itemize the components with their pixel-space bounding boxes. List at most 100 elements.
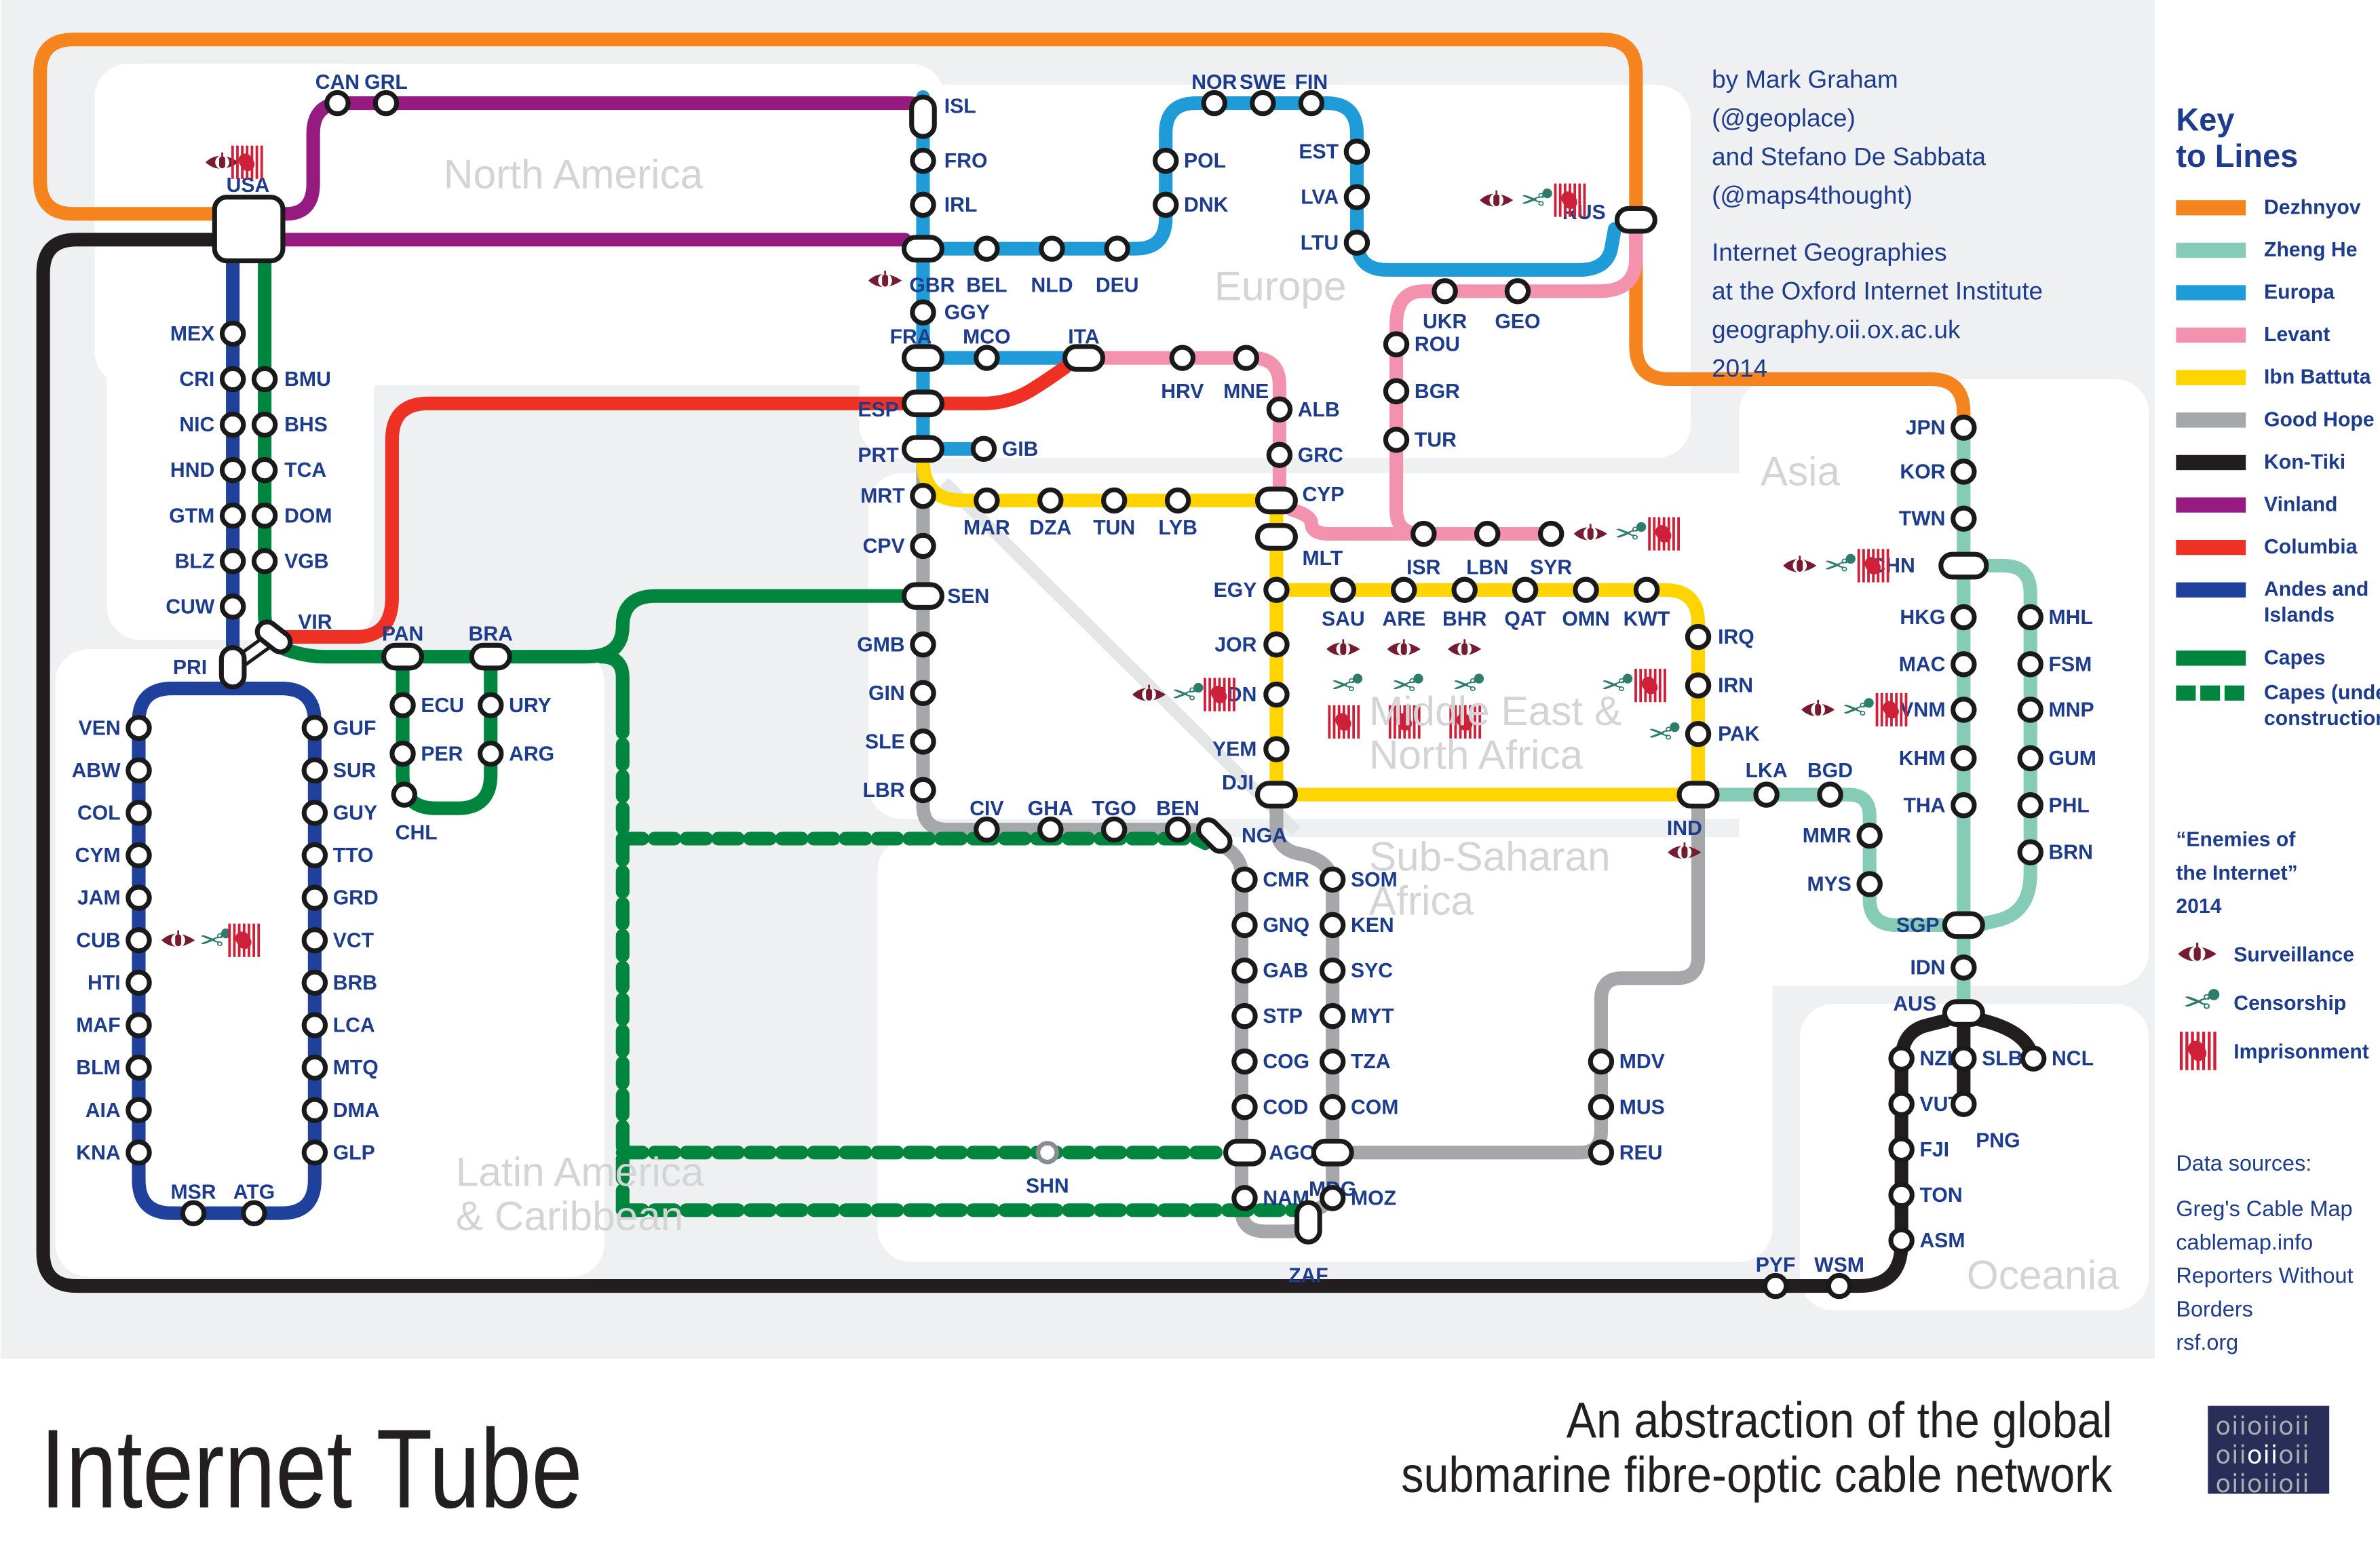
station-IND: IND <box>1667 781 1720 840</box>
station-label-GHA: GHA <box>1028 798 1073 820</box>
station-label-GMB: GMB <box>857 633 904 656</box>
station-COL: COL <box>77 800 152 826</box>
legend-panel <box>2155 0 2379 1359</box>
region-label: North Africa <box>1369 732 1584 778</box>
station-label-QAT: QAT <box>1504 608 1546 630</box>
station-CHL: CHL <box>391 781 438 844</box>
station-EST: EST <box>1299 138 1370 165</box>
enemies-item-label: Surveillance <box>2233 944 2354 967</box>
key-item-levant: Levant <box>2176 324 2330 346</box>
station-USA: USA <box>212 174 286 264</box>
station-label-GIN: GIN <box>868 682 905 705</box>
station-label-HRV: HRV <box>1161 380 1204 403</box>
station-AUS: AUS <box>1893 993 1985 1027</box>
station-VCT: VCT <box>301 927 375 954</box>
station-VUT: VUT <box>1888 1091 1961 1117</box>
station-label-DZA: DZA <box>1029 517 1071 539</box>
station-GRC: GRC <box>1266 442 1343 469</box>
station-label-BRN: BRN <box>2049 842 2093 864</box>
station-label-VNM: VNM <box>1900 699 1945 721</box>
station-label-KWT: KWT <box>1624 608 1670 630</box>
station-label-PAK: PAK <box>1718 723 1760 745</box>
station-label-ISR: ISR <box>1406 556 1441 579</box>
station-GRD: GRD <box>301 884 379 911</box>
station-label-ARG: ARG <box>509 743 554 765</box>
station-SHN: SHN <box>1026 1141 1069 1198</box>
station-BLZ: BLZ <box>175 548 246 574</box>
region-label: Africa <box>1369 877 1474 923</box>
box-edge-diagonal <box>940 477 1301 836</box>
station-SEN: SEN <box>901 582 989 610</box>
station-VEN: VEN <box>79 715 152 741</box>
station-label-BGD: BGD <box>1807 760 1853 782</box>
station-label-DNK: DNK <box>1184 194 1229 216</box>
station-SYR: SYR <box>1530 520 1572 579</box>
data-source-line: Data sources: <box>2176 1151 2311 1175</box>
key-item-label: Andes and <box>2264 579 2368 601</box>
station-label-SGP: SGP <box>1896 914 1940 937</box>
station-label-CIV: CIV <box>970 798 1003 820</box>
station-label-GRC: GRC <box>1298 444 1343 467</box>
station-KHM: KHM <box>1899 745 1977 772</box>
station-label-CAN: CAN <box>315 71 360 94</box>
station-TCA: TCA <box>251 456 326 484</box>
station-label-SWE: SWE <box>1240 71 1286 94</box>
line-zheng-he <box>1969 558 2037 932</box>
station-FIN: FIN <box>1295 71 1328 117</box>
station-label-URY: URY <box>509 695 552 717</box>
station-IRQ: IRQ <box>1685 623 1754 650</box>
station-OMN: OMN <box>1562 577 1610 630</box>
station-TWN: TWN <box>1899 505 1977 532</box>
station-label-DJI: DJI <box>1222 772 1254 794</box>
station-REU: REU <box>1588 1139 1663 1166</box>
station-PRT: PRT <box>858 435 945 467</box>
station-label-LTU: LTU <box>1301 232 1339 254</box>
station-label-ROU: ROU <box>1415 334 1460 356</box>
station-PHL: PHL <box>2017 792 2090 819</box>
logo-row: oiioiioii <box>2215 1411 2309 1441</box>
station-label-UKR: UKR <box>1423 311 1467 333</box>
station-label-FRO: FRO <box>944 150 988 172</box>
station-PNG: PNG <box>1951 1091 2020 1152</box>
station-label-ZAF: ZAF <box>1288 1264 1328 1287</box>
station-label-REU: REU <box>1619 1141 1663 1164</box>
station-KWT: KWT <box>1624 577 1670 630</box>
station-IRL: IRL <box>910 191 977 218</box>
station-BRB: BRB <box>301 969 377 996</box>
station-VNM: VNM <box>1900 697 1977 723</box>
station-TUN: TUN <box>1093 487 1135 539</box>
station-label-IRQ: IRQ <box>1718 626 1754 648</box>
key-title-line2: to Lines <box>2176 138 2298 174</box>
station-label-EGY: EGY <box>1214 579 1257 602</box>
station-label-FJI: FJI <box>1919 1139 1949 1161</box>
station-label-IDN: IDN <box>1911 957 1946 979</box>
station-NZL: NZL <box>1888 1045 1959 1072</box>
logo-row: oiioiioii <box>2215 1469 2309 1498</box>
attribution-block: by Mark Graham(@geoplace)and Stefano De … <box>1712 66 2043 383</box>
station-SGP: SGP <box>1896 911 1985 939</box>
station-WSM: WSM <box>1814 1254 1864 1300</box>
station-BRN: BRN <box>2017 839 2093 865</box>
station-CYP: CYP <box>1254 484 1345 515</box>
station-BHS: BHS <box>251 411 328 438</box>
station-label-DEU: DEU <box>1096 274 1139 296</box>
station-YEM: YEM <box>1212 736 1290 762</box>
station-label-GLP: GLP <box>333 1141 375 1164</box>
station-label-LBR: LBR <box>863 779 905 802</box>
station-CIV: CIV <box>970 798 1004 843</box>
station-VGB: VGB <box>251 548 329 574</box>
key-item-label: Islands <box>2264 604 2335 627</box>
station-label-MMR: MMR <box>1803 825 1851 847</box>
attribution-line: and Stefano De Sabbata <box>1712 143 1986 171</box>
station-label-MAF: MAF <box>76 1015 120 1037</box>
station-label-BRB: BRB <box>333 972 377 994</box>
station-GNQ: GNQ <box>1231 912 1309 939</box>
key-item-capes-under: Capes (underconstruction) <box>2176 682 2380 730</box>
station-label-PAN: PAN <box>382 623 423 646</box>
station-label-MAR: MAR <box>963 517 1010 539</box>
station-HND: HND <box>170 456 246 484</box>
attribution-line: 2014 <box>1712 355 1767 383</box>
station-BLM: BLM <box>76 1054 152 1081</box>
station-DOM: DOM <box>251 502 332 529</box>
